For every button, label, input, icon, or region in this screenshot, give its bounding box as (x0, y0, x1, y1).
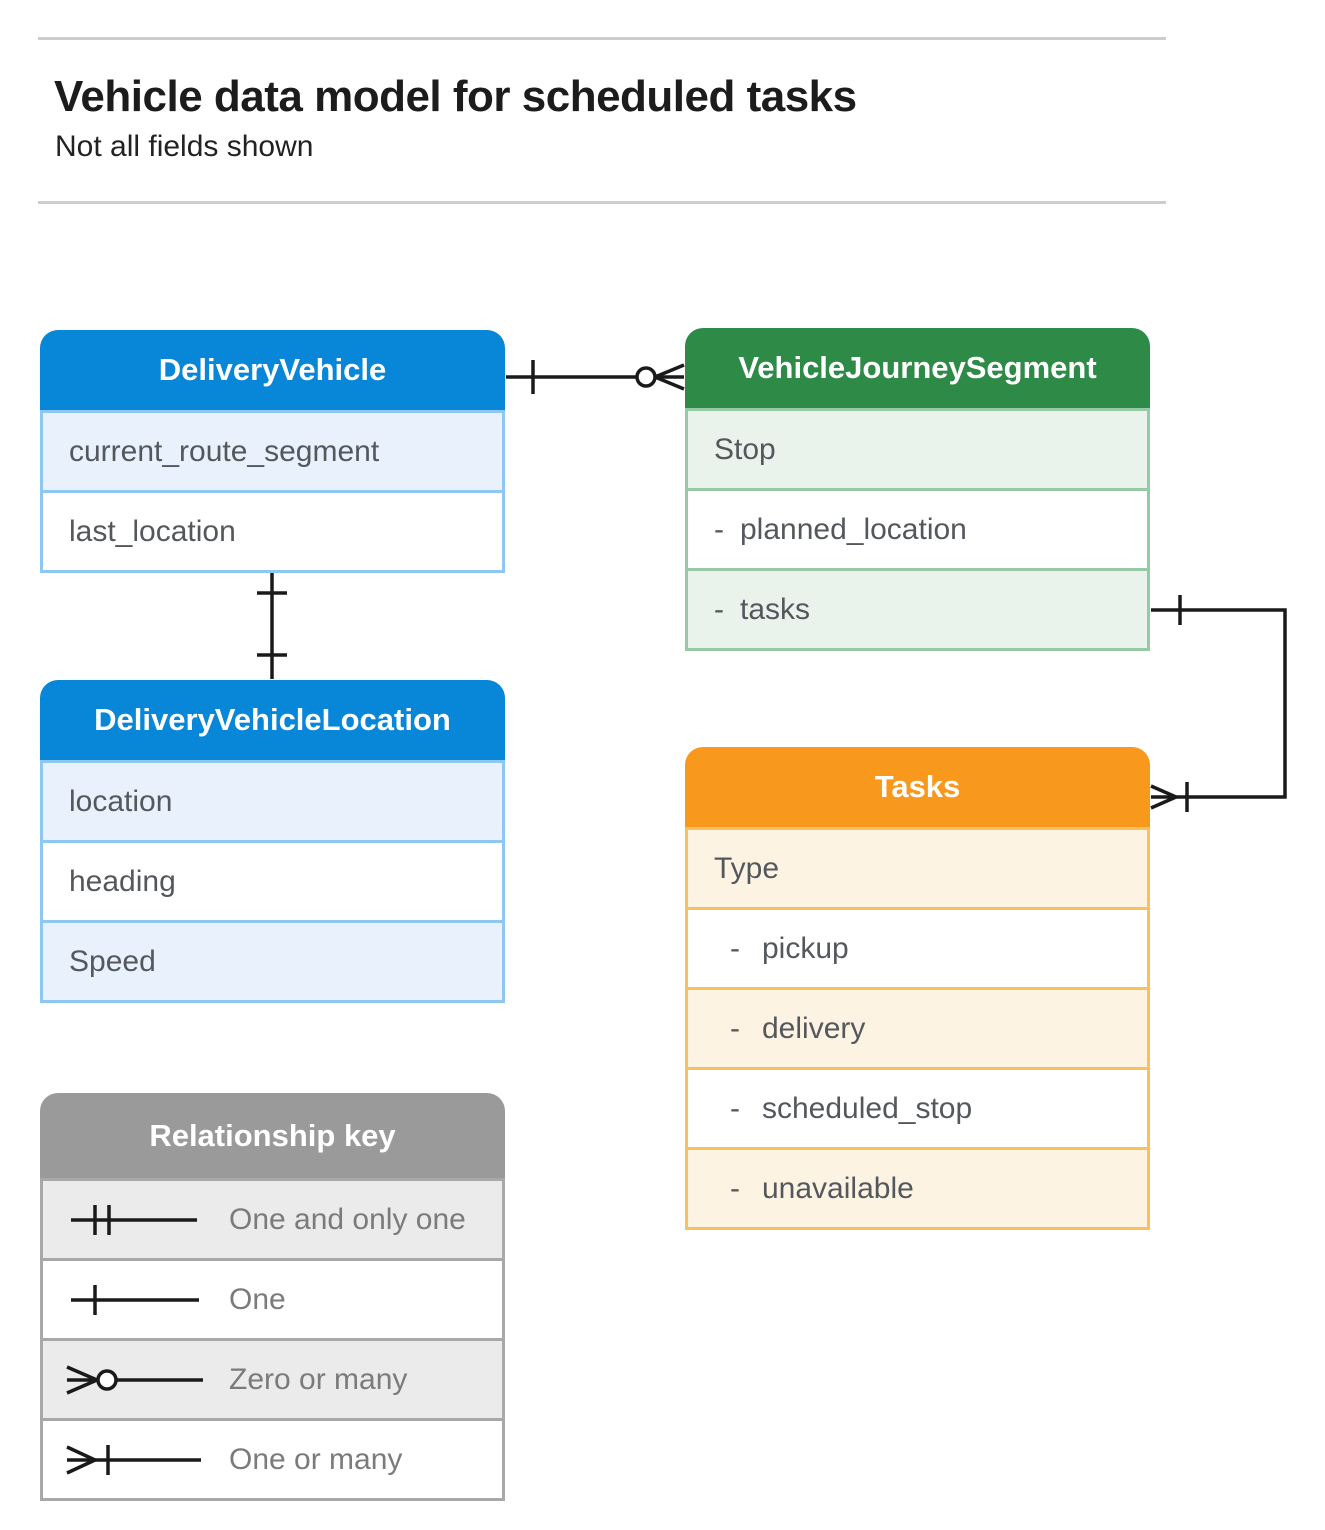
field-label: delivery (762, 1011, 866, 1045)
key-list: One and only one One (40, 1178, 505, 1501)
field-row: - scheduled_stop (688, 1067, 1147, 1147)
key-label: One or many (229, 1442, 403, 1476)
one-or-many-symbol-icon (55, 1438, 217, 1482)
field-label: Type (714, 851, 780, 885)
field-label: pickup (762, 931, 849, 965)
field-list: current_route_segment last_location (40, 410, 505, 573)
page-title: Vehicle data model for scheduled tasks (54, 72, 857, 121)
field-row: Speed (43, 920, 502, 1000)
dash-bullet: - (730, 1011, 740, 1045)
field-row: - pickup (688, 907, 1147, 987)
entity-vehicle-journey-segment: VehicleJourneySegment Stop - planned_loc… (685, 328, 1150, 651)
entity-title-tasks: Tasks (685, 747, 1150, 827)
field-label: planned_location (740, 512, 967, 546)
key-row: One and only one (43, 1178, 502, 1258)
key-row: One (43, 1258, 502, 1338)
field-label: Speed (69, 944, 156, 978)
field-row: - unavailable (688, 1147, 1147, 1227)
page-subtitle: Not all fields shown (55, 130, 314, 163)
field-row: Stop (688, 408, 1147, 488)
field-list: location heading Speed (40, 760, 505, 1003)
relationship-key-title: Relationship key (40, 1093, 505, 1178)
field-label: last_location (69, 514, 236, 548)
field-row: - delivery (688, 987, 1147, 1067)
field-row: last_location (43, 490, 502, 570)
field-label: tasks (740, 592, 811, 626)
dash-bullet: - (730, 1091, 740, 1125)
connector-vehiclejourneysegment-tasks (1150, 595, 1287, 812)
field-row: location (43, 760, 502, 840)
field-label: unavailable (762, 1171, 914, 1205)
field-label: location (69, 784, 173, 818)
dash-bullet: - (730, 931, 740, 965)
dash-bullet: - (714, 592, 724, 626)
field-label: Stop (714, 432, 776, 466)
connector-deliveryvehicle-vehiclejourneysegment (506, 360, 685, 394)
field-row: Type (688, 827, 1147, 907)
field-label: heading (69, 864, 176, 898)
field-label: current_route_segment (69, 434, 380, 468)
entity-title-vehicle-journey-segment: VehicleJourneySegment (685, 328, 1150, 408)
field-row: - planned_location (688, 488, 1147, 568)
top-divider (38, 37, 1166, 40)
subtitle-divider (38, 201, 1166, 204)
field-row: current_route_segment (43, 410, 502, 490)
relationship-key: Relationship key One and only one (40, 1093, 505, 1501)
field-label: scheduled_stop (762, 1091, 973, 1125)
one-symbol-icon (55, 1278, 217, 1322)
key-label: One and only one (229, 1202, 466, 1236)
key-row: Zero or many (43, 1338, 502, 1418)
entity-tasks: Tasks Type - pickup - delivery - schedul… (685, 747, 1150, 1230)
connector-deliveryvehicle-deliveryvehiclelocation (257, 570, 287, 679)
entity-delivery-vehicle-location: DeliveryVehicleLocation location heading… (40, 680, 505, 1003)
field-row: heading (43, 840, 502, 920)
field-list: Stop - planned_location - tasks (685, 408, 1150, 651)
field-row: - tasks (688, 568, 1147, 648)
entity-title-delivery-vehicle-location: DeliveryVehicleLocation (40, 680, 505, 760)
key-row: One or many (43, 1418, 502, 1498)
key-label: Zero or many (229, 1362, 408, 1396)
one-and-only-one-symbol-icon (55, 1198, 217, 1242)
dash-bullet: - (714, 512, 724, 546)
zero-or-many-symbol-icon (55, 1358, 217, 1402)
dash-bullet: - (730, 1171, 740, 1205)
entity-delivery-vehicle: DeliveryVehicle current_route_segment la… (40, 330, 505, 573)
field-list: Type - pickup - delivery - scheduled_sto… (685, 827, 1150, 1230)
key-label: One (229, 1282, 286, 1316)
entity-title-delivery-vehicle: DeliveryVehicle (40, 330, 505, 410)
